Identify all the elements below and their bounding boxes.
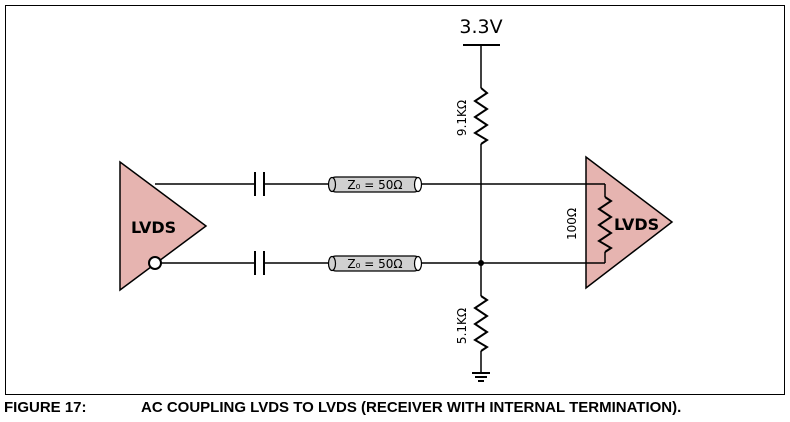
top-resistor-label: 9.1KΩ <box>455 100 469 136</box>
bottom-resistor-label: 5.1KΩ <box>455 308 469 344</box>
figure-border <box>5 5 785 395</box>
driver-buffer <box>119 160 208 292</box>
tline-top-label: Z₀ = 50Ω <box>347 178 402 192</box>
ground-icon <box>472 372 490 382</box>
figure-title: AC COUPLING LVDS TO LVDS (RECEIVER WITH … <box>141 399 682 416</box>
termination-resistor-label: 100Ω <box>565 208 579 240</box>
receiver-label: LVDS <box>614 215 659 234</box>
termination-resistor <box>597 196 613 253</box>
figure-number: FIGURE 17: <box>4 399 87 416</box>
supply-label: 3.3V <box>459 16 502 38</box>
tline-bottom: Z₀ = 50Ω <box>327 255 423 272</box>
top-bias-resistor <box>473 87 489 145</box>
tline-top: Z₀ = 50Ω <box>327 176 423 193</box>
tline-bottom-label: Z₀ = 50Ω <box>347 257 402 271</box>
bottom-bias-resistor <box>473 295 489 352</box>
driver-label: LVDS <box>131 218 176 237</box>
receiver-buffer <box>585 155 674 290</box>
inverting-output-bubble <box>148 256 162 270</box>
